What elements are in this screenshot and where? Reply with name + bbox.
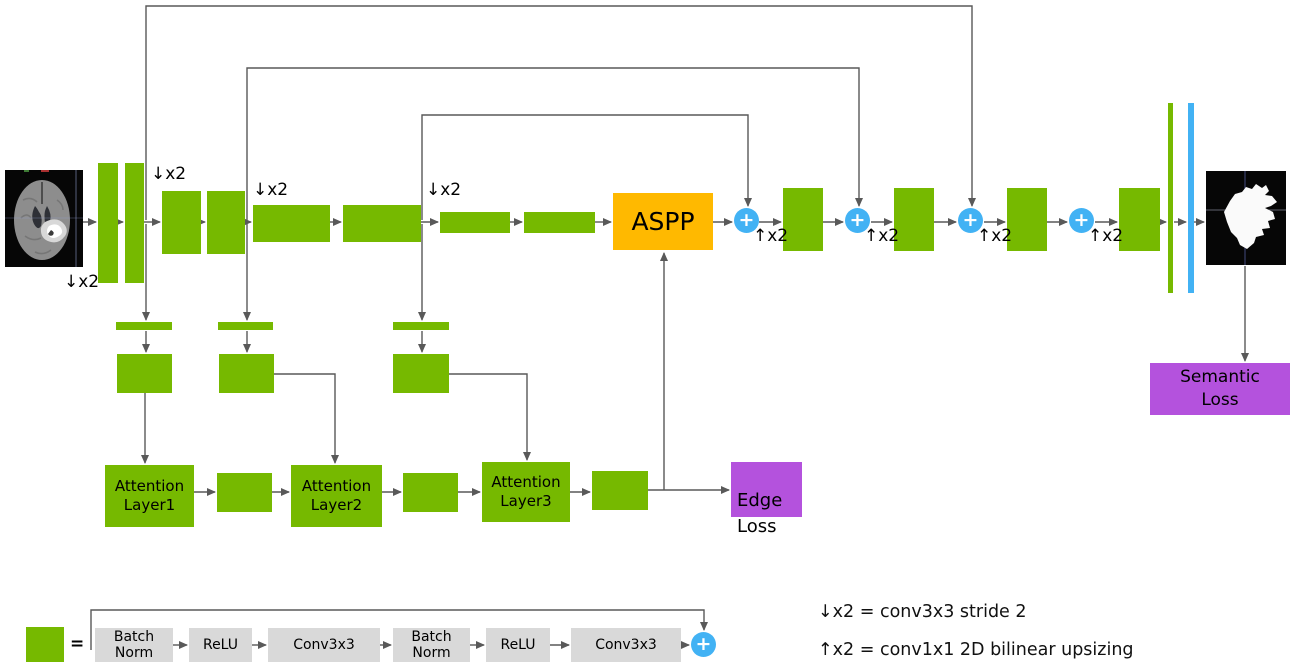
- add-icon: +: [845, 208, 870, 233]
- decoder-conv-block: [783, 188, 823, 251]
- upsample-label: ↑x2: [753, 226, 789, 246]
- decoder-conv-block: [1007, 188, 1047, 251]
- downsample-definition: ↓x2 = conv3x3 stride 2: [818, 602, 1027, 622]
- legend-conv3x3-2-label: Conv3x3: [595, 637, 657, 653]
- downsample-label: ↓x2: [64, 272, 100, 292]
- attention-layer-1-label: Attention Layer1: [114, 477, 185, 514]
- decoder-conv-block: [1119, 188, 1160, 251]
- edge-loss-box: Edge Loss: [731, 462, 802, 537]
- encoder-conv-block: [524, 212, 595, 233]
- encoder-conv-block: [207, 191, 245, 254]
- encoder-conv-block: [343, 205, 421, 242]
- legend-relu-2: ReLU: [486, 628, 550, 662]
- downsample-label: ↓x2: [426, 180, 462, 200]
- attention-conv-block: [592, 471, 648, 510]
- attention-layer-2: Attention Layer2: [291, 465, 382, 527]
- upsample-label: ↑x2: [864, 226, 900, 246]
- attention-layer-2-label: Attention Layer2: [301, 477, 372, 514]
- decoder-conv-block: [894, 188, 934, 251]
- legend-conv3x3-1-label: Conv3x3: [293, 637, 355, 653]
- legend-green-block: [26, 627, 64, 662]
- legend-relu-1-label: ReLU: [202, 637, 239, 653]
- legend-conv3x3-1: Conv3x3: [268, 628, 380, 662]
- encoder-conv-block: [98, 163, 118, 283]
- skip-connection: [421, 114, 752, 220]
- output-segmentation-image: [1206, 171, 1286, 265]
- encoder-conv-block: [440, 212, 510, 233]
- legend-relu-1: ReLU: [189, 628, 252, 662]
- legend-batch-norm-1: Batch Norm: [95, 628, 173, 662]
- attention-conv-block: [403, 473, 458, 512]
- downsample-label: ↓x2: [151, 164, 187, 184]
- add-icon: +: [958, 208, 983, 233]
- upsample-label: ↑x2: [1088, 226, 1124, 246]
- skip-conv-block: [117, 354, 172, 393]
- branch-arrow: [274, 373, 339, 464]
- skip-conv-block: [393, 354, 449, 393]
- upsample-label: ↑x2: [977, 226, 1013, 246]
- legend-equals: =: [70, 634, 85, 654]
- aspp-label: ASPP: [631, 207, 695, 236]
- skip-conv-block: [219, 354, 274, 393]
- attention-layer-3: Attention Layer3: [482, 462, 570, 522]
- upsample-definition: ↑x2 = conv1x1 2D bilinear upsizing: [818, 640, 1134, 660]
- aspp-block: ASPP: [613, 193, 713, 250]
- legend-skip-connection: [90, 609, 708, 650]
- legend-relu-2-label: ReLU: [500, 637, 536, 653]
- attention-conv-block: [217, 473, 272, 512]
- legend-conv3x3-2: Conv3x3: [571, 628, 681, 662]
- encoder-conv-block: [162, 191, 201, 254]
- attention-layer-1: Attention Layer1: [105, 465, 194, 527]
- add-icon: +: [691, 632, 716, 657]
- legend-batch-norm-1-label: Batch Norm: [113, 629, 155, 661]
- downsample-label: ↓x2: [253, 180, 289, 200]
- final-softmax-bar: [1188, 103, 1194, 293]
- final-conv-bar: [1168, 103, 1173, 293]
- branch-arrow: [449, 373, 531, 461]
- skip-conv-bar: [393, 322, 449, 330]
- legend-batch-norm-2: Batch Norm: [393, 628, 470, 662]
- skip-conv-bar: [218, 322, 273, 330]
- encoder-conv-block: [253, 205, 330, 242]
- skip-connection: [246, 67, 863, 220]
- add-icon: +: [1069, 208, 1094, 233]
- skip-conv-bar: [116, 322, 172, 330]
- attention-layer-3-label: Attention Layer3: [491, 473, 561, 510]
- input-mri-image: [5, 170, 83, 267]
- edge-loss-label: Edge Loss: [737, 490, 783, 537]
- add-icon: +: [734, 208, 759, 233]
- skip-connection: [145, 5, 976, 220]
- semantic-loss-box: Semantic Loss: [1150, 363, 1290, 415]
- semantic-loss-label: Semantic Loss: [1180, 367, 1260, 410]
- encoder-conv-block: [125, 163, 144, 283]
- legend-batch-norm-2-label: Batch Norm: [411, 629, 452, 661]
